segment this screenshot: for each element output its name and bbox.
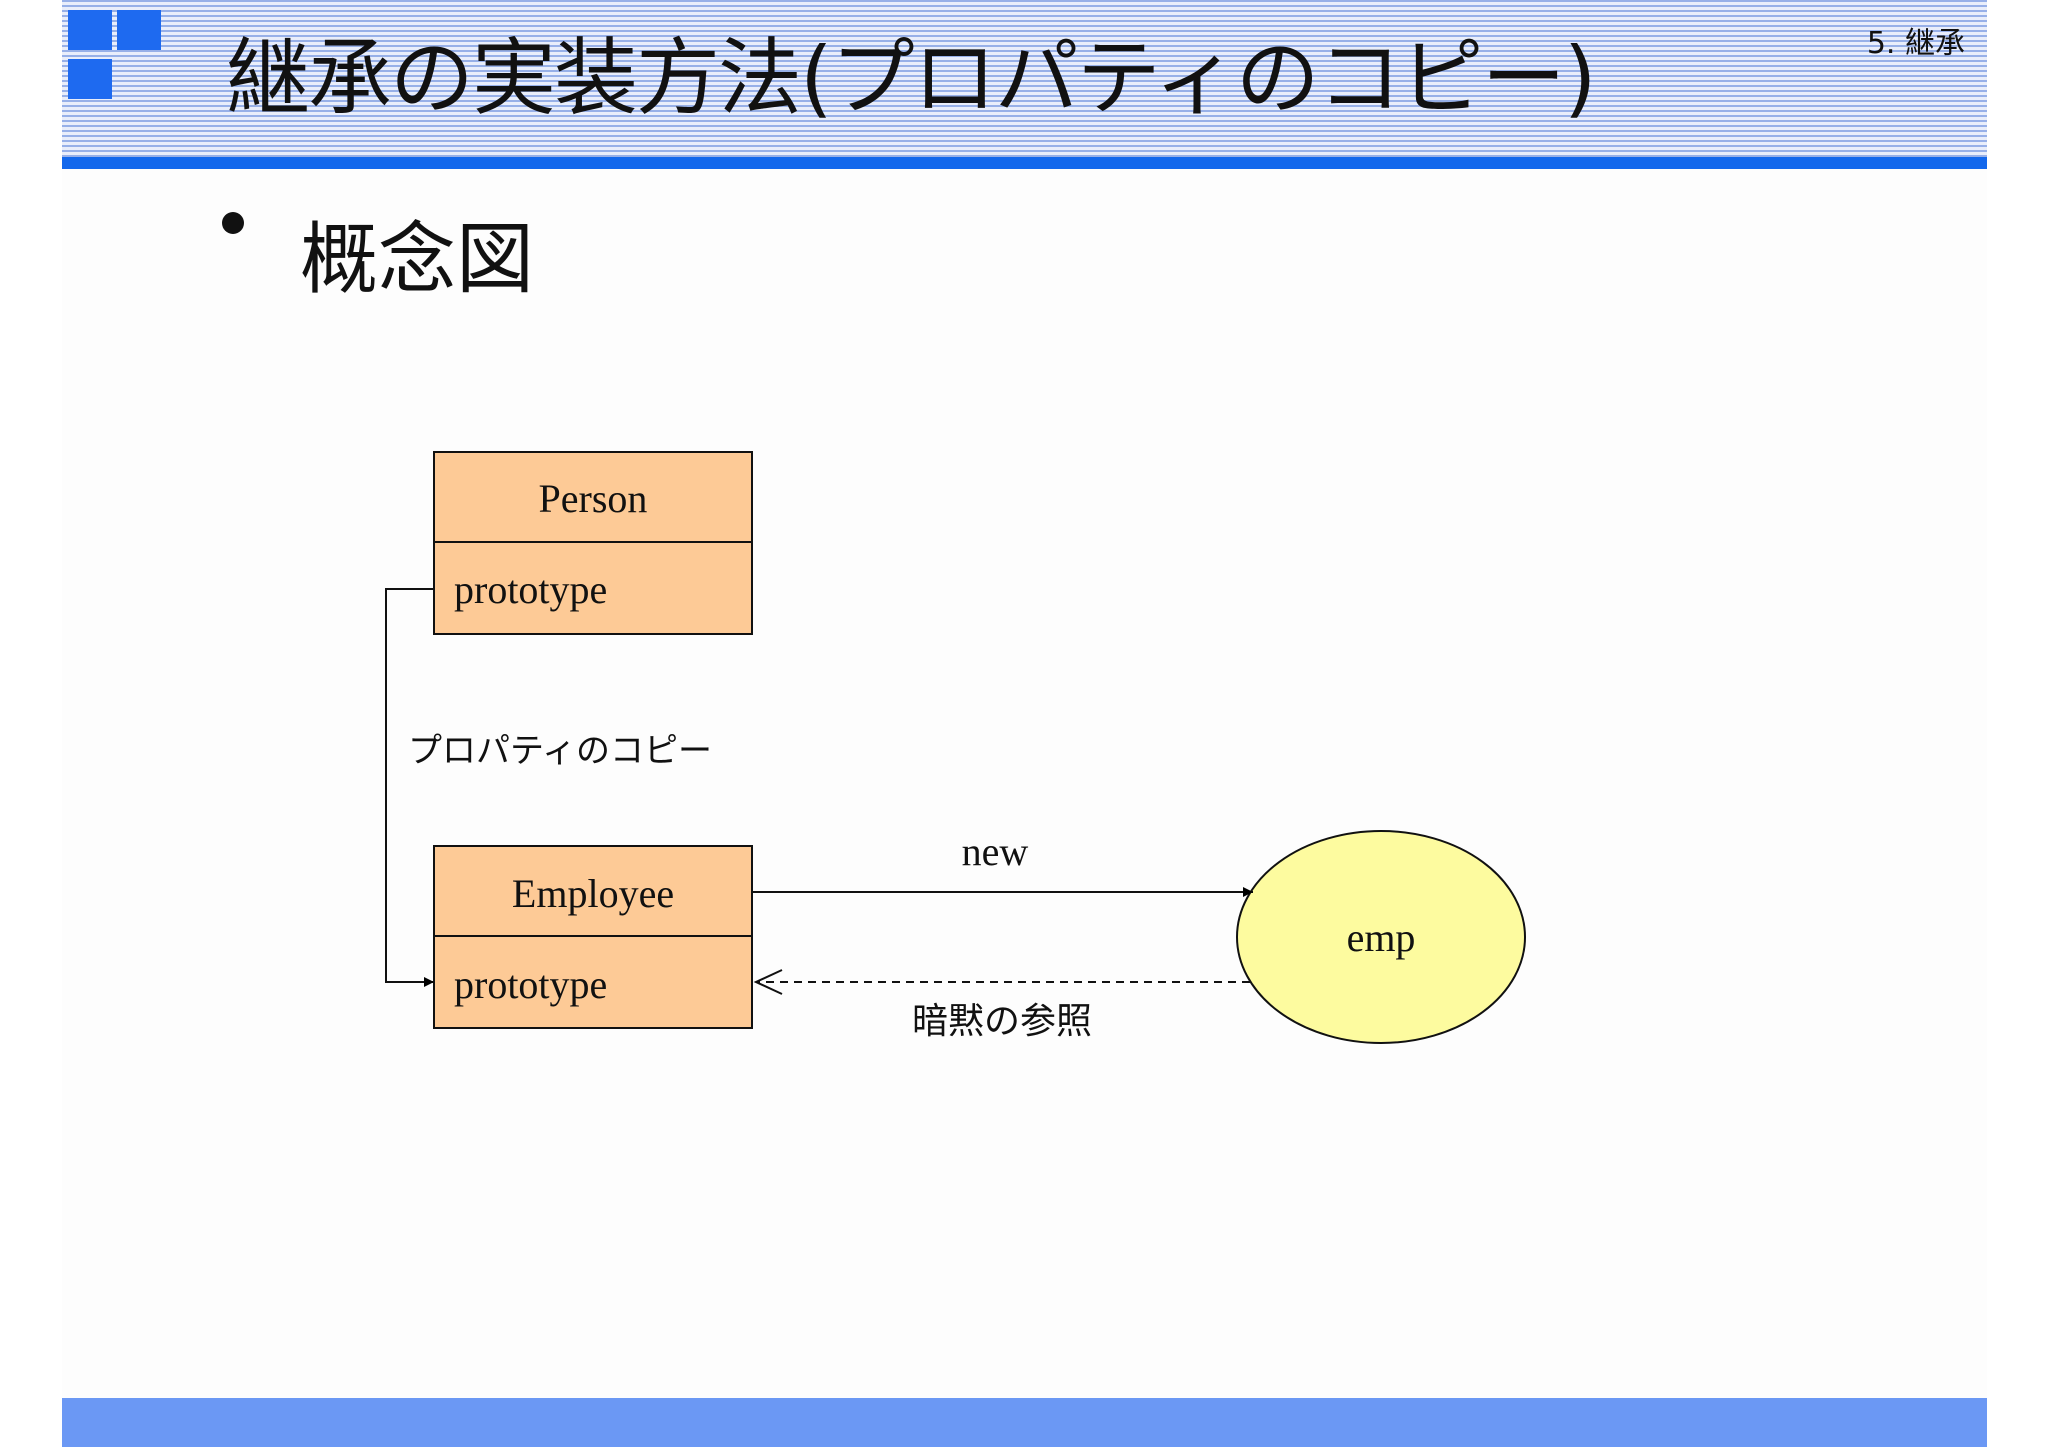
property-copy-arrow xyxy=(385,588,434,987)
logo-square xyxy=(68,59,112,99)
logo-square xyxy=(68,10,112,50)
page-title: 継承の実装方法(プロパティのコピー) xyxy=(226,29,1597,127)
slide: 継承の実装方法(プロパティのコピー) 5. 継承 概念図 Person prot… xyxy=(62,0,1987,1447)
employee-header-cell xyxy=(433,845,753,937)
inheritance-diagram: Person prototype Employee prototype emp … xyxy=(385,451,1526,1044)
logo-square xyxy=(117,10,161,50)
emp-label: emp xyxy=(1347,915,1416,960)
header-rule xyxy=(62,157,1987,169)
employee-class-box: Employee prototype xyxy=(433,845,753,1029)
employee-prototype-label: prototype xyxy=(454,962,607,1007)
footer-band xyxy=(62,1398,1987,1447)
emp-ellipse xyxy=(1236,830,1526,1044)
section-label: 5. 継承 xyxy=(1866,26,1965,61)
property-copy-label: プロパティのコピー xyxy=(408,731,712,771)
bullet-text: 概念図 xyxy=(300,215,535,305)
employee-prototype-cell xyxy=(433,935,753,1029)
emp-instance: emp xyxy=(1236,830,1526,1044)
implicit-reference-arrowhead xyxy=(753,969,783,995)
implicit-reference-label: 暗黙の参照 xyxy=(912,1001,1092,1042)
header-band xyxy=(62,0,1987,160)
person-prototype-label: prototype xyxy=(454,567,607,612)
person-header-cell xyxy=(433,451,753,543)
person-name-label: Person xyxy=(539,476,648,521)
bullet-dot xyxy=(222,212,244,234)
employee-name-label: Employee xyxy=(512,871,674,916)
new-label: new xyxy=(962,829,1029,874)
person-prototype-cell xyxy=(433,541,753,635)
person-class-box: Person prototype xyxy=(433,451,753,635)
